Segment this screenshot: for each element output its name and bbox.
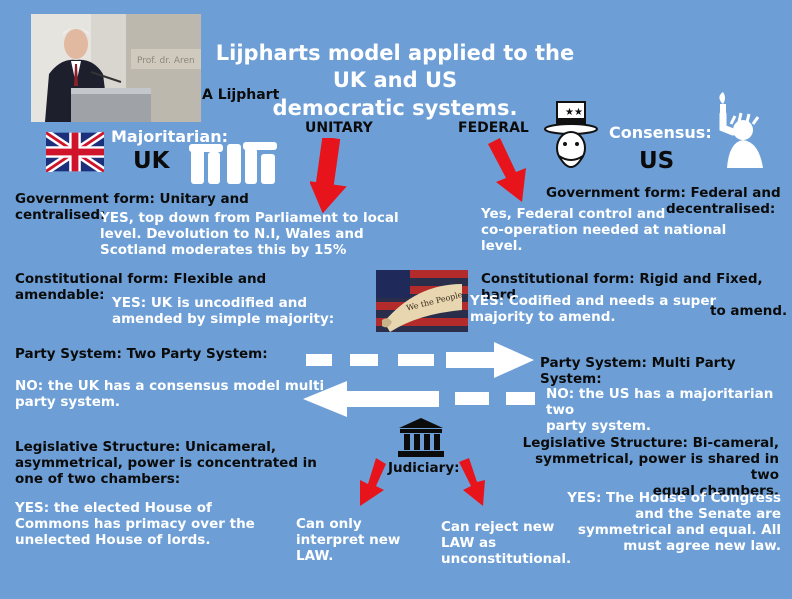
us-legislative-structure-answer: YES: The House of Congress and the Senat… bbox=[567, 490, 781, 554]
page-title: Lijpharts model applied to the UK and US… bbox=[205, 40, 585, 122]
uk-party-system-label: Party System: Two Party System: bbox=[15, 346, 268, 362]
us-constitutional-form-answer: YES: Codified and needs a super majority… bbox=[470, 293, 717, 325]
us-government-form-answer: Yes, Federal control and co-operation ne… bbox=[481, 206, 727, 254]
uk-government-form-label: Government form: Unitary and centralised… bbox=[15, 191, 249, 223]
unitary-arrow-icon bbox=[310, 138, 347, 214]
photo-caption: A Lijphart bbox=[202, 87, 280, 103]
uk-model-heading: Majoritarian: bbox=[111, 127, 228, 146]
uk-government-form-answer: YES, top down from Parliament to local l… bbox=[100, 210, 399, 258]
title-line-1: Lijpharts model applied to the UK and US bbox=[215, 41, 575, 93]
uk-legislative-structure-label: Legislative Structure: Unicameral, asymm… bbox=[15, 439, 317, 487]
uk-constitutional-form-label: Constitutional form: Flexible and amenda… bbox=[15, 271, 267, 303]
judiciary-us-arrow-icon bbox=[459, 458, 485, 506]
federal-label: FEDERAL bbox=[458, 120, 529, 136]
statue-of-liberty-icon bbox=[719, 92, 763, 168]
lijphart-photo: Prof. dr. Aren bbox=[31, 14, 201, 122]
federal-arrow-icon bbox=[488, 138, 526, 202]
uk-party-system-answer: NO: the UK has a consensus model multi p… bbox=[15, 378, 325, 410]
judiciary-uk-arrow-icon bbox=[360, 458, 386, 506]
us-party-system-answer: NO: the US has a majoritarian two party … bbox=[546, 386, 774, 434]
courthouse-icon bbox=[398, 418, 444, 457]
uk-constitutional-form-answer: YES: UK is uncodified and amended by sim… bbox=[112, 295, 335, 327]
us-name: US bbox=[639, 148, 675, 174]
us-judiciary-answer: Can reject new LAW as unconstitutional. bbox=[441, 519, 572, 567]
us-party-system-label: Party System: Multi Party System: bbox=[540, 355, 736, 387]
right-dashed-arrow-icon bbox=[306, 342, 534, 378]
unitary-label: UNITARY bbox=[305, 120, 373, 136]
uk-legislative-structure-answer: YES: the elected House of Commons has pr… bbox=[15, 500, 255, 548]
left-dashed-arrow-icon bbox=[303, 381, 535, 417]
title-line-2: democratic systems. bbox=[272, 95, 518, 120]
uk-judiciary-answer: Can only interpret new LAW. bbox=[296, 516, 401, 564]
svg-text:★★: ★★ bbox=[565, 107, 583, 118]
us-government-form-label: Government form: Federal and decentralis… bbox=[546, 185, 781, 217]
us-constitutional-form-label: Constitutional form: Rigid and Fixed, ha… bbox=[481, 271, 788, 319]
union-jack-icon bbox=[46, 132, 104, 172]
uncle-sam-icon: ★★ bbox=[544, 101, 598, 168]
constitution-flag-image: We the People bbox=[376, 270, 468, 332]
us-legislative-structure-label: Legislative Structure: Bi-cameral, symme… bbox=[522, 435, 779, 499]
uk-name: UK bbox=[133, 148, 170, 174]
judiciary-label: Judiciary: bbox=[388, 460, 460, 476]
stonehenge-icon bbox=[189, 142, 277, 184]
photo-banner-text: Prof. dr. Aren bbox=[137, 56, 195, 66]
us-model-heading: Consensus: bbox=[609, 123, 712, 142]
